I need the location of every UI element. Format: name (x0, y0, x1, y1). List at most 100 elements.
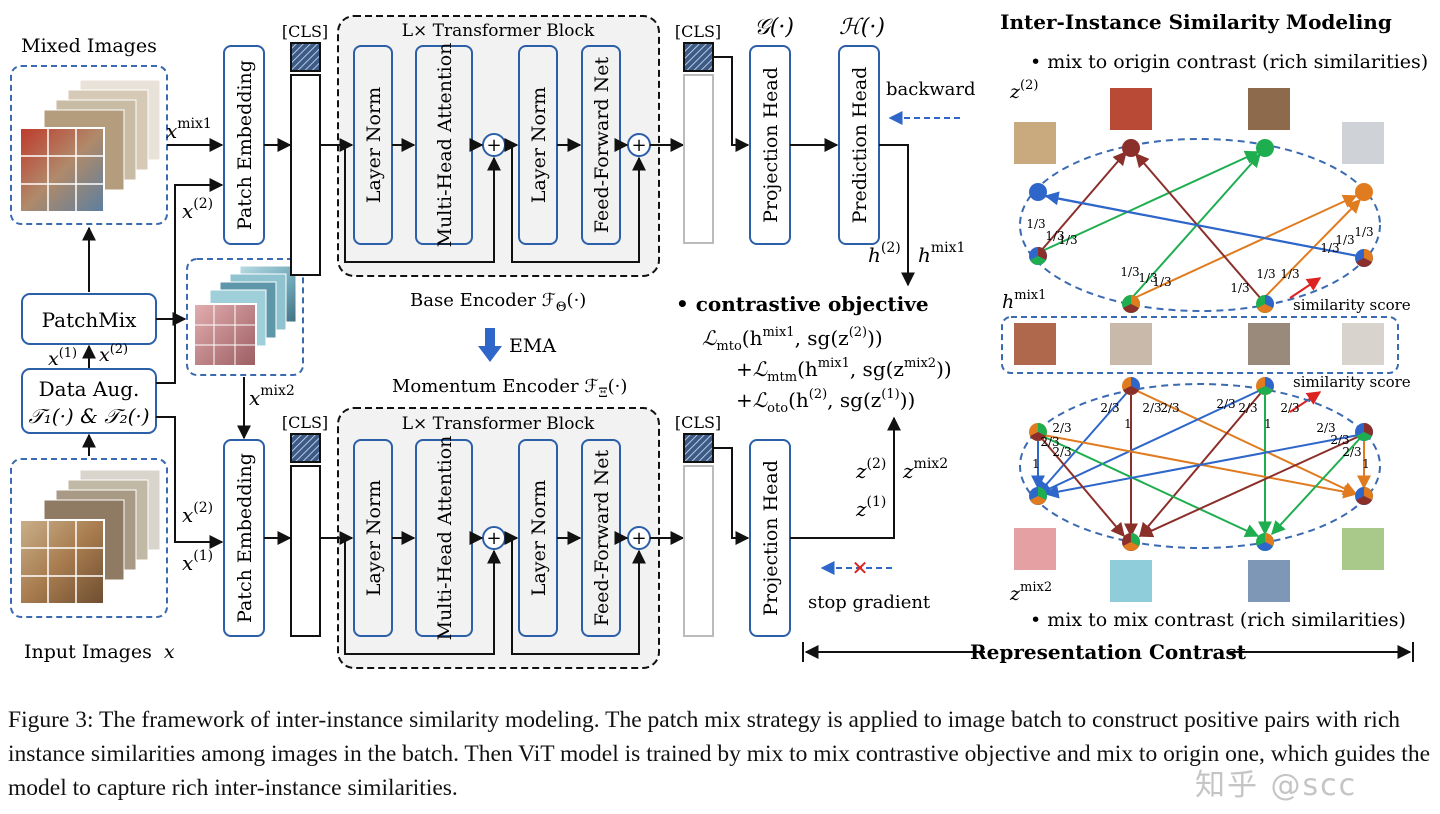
similarity-score-bottom: similarity score (1293, 373, 1411, 391)
svg-text:2/3: 2/3 (1316, 421, 1335, 435)
svg-text:Patch Embedding: Patch Embedding (234, 453, 256, 623)
objective-line-2: +ℒmtm(hmix1, sg(zmix2)) (736, 356, 952, 385)
similarity-score-top: similarity score (1293, 296, 1411, 314)
input-images-stack (19, 469, 161, 605)
x1-label: x(1) (48, 346, 77, 370)
svg-text:L× Transformer Block: L× Transformer Block (402, 21, 595, 41)
backward-label: backward (886, 79, 976, 100)
h-label: ℋ(·) (839, 15, 885, 40)
mixed-images-label: Mixed Images (21, 35, 157, 57)
xmix1-label: xmix1 (166, 116, 212, 143)
stop-gradient-label: stop gradient (808, 592, 931, 613)
objective-line-3: +ℒoto(h(2), sg(z(1))) (736, 387, 915, 416)
bottom-graph-edges (1031, 387, 1371, 538)
framework-diagram: Mixed Images PatchMix x(1) x(2) Data Aug… (10, 10, 1428, 669)
data-aug-box (21, 368, 157, 434)
mtm-label: • mix to mix contrast (rich similarities… (1030, 609, 1406, 631)
patchmix-label: PatchMix (42, 308, 137, 332)
momentum-encoder: Patch Embedding [CLS] L× Transformer Blo… (223, 407, 948, 669)
svg-text:Patch Embedding: Patch Embedding (234, 60, 256, 230)
similarity-arrow-top (1289, 277, 1322, 299)
similarity-arrow-bottom (1289, 391, 1322, 413)
svg-text:2/3: 2/3 (1052, 421, 1071, 435)
svg-text:Layer Norm: Layer Norm (528, 87, 550, 203)
svg-text:1/3: 1/3 (1026, 217, 1045, 231)
top-graph-ellipse (1019, 138, 1381, 312)
z1-out-label: z(1) (855, 494, 886, 521)
token-column-top-out (683, 74, 714, 244)
svg-text:Feed-Forward Net: Feed-Forward Net (591, 450, 613, 627)
bottom-graph-ellipse (1019, 383, 1381, 549)
svg-text:1/3: 1/3 (1058, 233, 1077, 247)
svg-text:Feed-Forward Net: Feed-Forward Net (591, 57, 613, 234)
token-column-bottom (290, 465, 321, 637)
svg-text:1/3: 1/3 (1335, 233, 1354, 247)
svg-text:2/3: 2/3 (1330, 433, 1349, 447)
svg-text:2/3: 2/3 (1100, 401, 1119, 415)
top-graph-nodes (1029, 139, 1373, 313)
ema-arrow (478, 328, 502, 362)
mixed-images-2-frame (186, 258, 304, 376)
svg-text:1/3: 1/3 (1152, 275, 1171, 289)
svg-text:Projection Head: Projection Head (760, 67, 782, 223)
x2-bottom-label: x(2) (182, 500, 213, 527)
z2-out-label: z(2) (855, 456, 886, 483)
svg-text:1/3: 1/3 (1045, 229, 1064, 243)
svg-text:Multi-Head Attention: Multi-Head Attention (434, 436, 456, 641)
momentum-encoder-label: Momentum Encoder ℱΞ(·) (392, 376, 627, 401)
zmix2-right-label: zmix2 (1009, 580, 1052, 605)
svg-text:1/3: 1/3 (1354, 225, 1373, 239)
cls-top-label: [CLS] (282, 22, 328, 41)
cls-top-out-label: [CLS] (675, 22, 721, 41)
objective-line-1: ℒmto(hmix1, sg(z(2))) (702, 325, 883, 354)
hmix1-out-label: hmix1 (918, 240, 965, 267)
svg-text:1/3: 1/3 (1230, 281, 1249, 295)
svg-text:2/3: 2/3 (1238, 401, 1257, 415)
x1-bottom-label: x(1) (182, 548, 213, 575)
right-title: Inter-Instance Similarity Modeling (1000, 10, 1392, 34)
svg-text:1/3: 1/3 (1138, 271, 1157, 285)
hmix1-strip (1001, 316, 1399, 374)
cls-bottom-out-label: [CLS] (675, 413, 721, 432)
svg-text:1/3: 1/3 (1280, 267, 1299, 281)
svg-text:2/3: 2/3 (1216, 397, 1235, 411)
svg-text:1: 1 (1032, 457, 1040, 471)
hmix1-images (1014, 323, 1384, 365)
mixed-images-2-stack (193, 265, 297, 367)
bottom-graph-nodes (1029, 377, 1373, 551)
svg-text:+: + (631, 135, 646, 156)
data-aug-line2: 𝒯₁(·) & 𝒯₂(·) (28, 404, 149, 428)
token-column-bottom-out (683, 465, 714, 637)
svg-text:2/3: 2/3 (1342, 445, 1361, 459)
svg-text:1: 1 (1362, 457, 1370, 471)
g-label: 𝒢(·) (754, 15, 794, 40)
x2-label: x(2) (99, 342, 128, 366)
svg-text:1/3: 1/3 (1120, 265, 1139, 279)
input-images-frame (10, 458, 168, 618)
zmix2-out-label: zmix2 (902, 456, 948, 483)
svg-text:2/3: 2/3 (1280, 401, 1299, 415)
watermark: 知乎 @scc (1195, 768, 1358, 803)
svg-text:1/3: 1/3 (1320, 241, 1339, 255)
objective-title: • contrastive objective (676, 292, 929, 316)
stop-gradient-cross: ✕ (852, 556, 869, 580)
hmix1-label: hmix1 (1002, 288, 1046, 313)
svg-text:Multi-Head Attention: Multi-Head Attention (434, 43, 456, 248)
svg-text:1/3: 1/3 (1256, 267, 1275, 281)
svg-text:+: + (486, 528, 501, 549)
svg-text:2/3: 2/3 (1052, 445, 1071, 459)
svg-text:Layer Norm: Layer Norm (363, 87, 385, 203)
token-column-top (290, 42, 321, 276)
base-encoder: Patch Embedding [CLS] L× Transformer Blo… (223, 15, 976, 287)
svg-text:Layer Norm: Layer Norm (528, 480, 550, 596)
svg-text:Projection Head: Projection Head (760, 460, 782, 616)
x2-top-label: x(2) (182, 196, 213, 223)
top-graph-edges (1039, 150, 1361, 301)
figure-caption: Figure 3: The framework of inter-instanc… (8, 707, 1431, 801)
bottom-graph-images (1014, 528, 1384, 602)
ema-label: EMA (509, 335, 556, 357)
top-graph-images (1014, 88, 1384, 164)
svg-text:L× Transformer Block: L× Transformer Block (402, 414, 595, 434)
data-aug-line1: Data Aug. (39, 377, 140, 401)
